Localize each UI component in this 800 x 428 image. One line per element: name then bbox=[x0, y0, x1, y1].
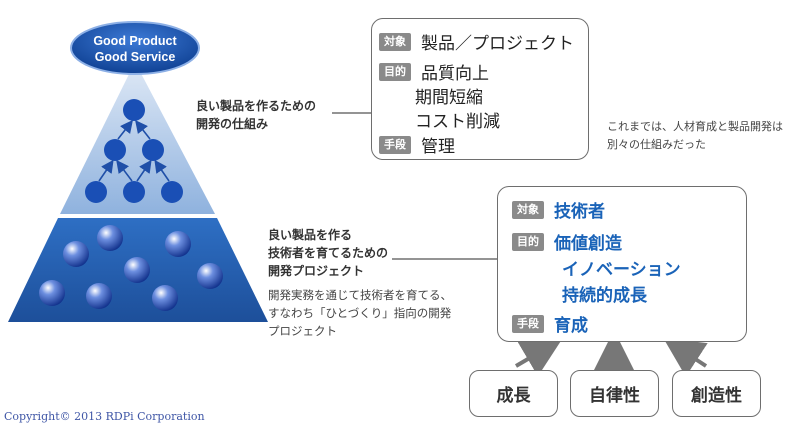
engineer-means-row: 手段 育成 bbox=[512, 311, 588, 336]
means-value: 育成 bbox=[554, 316, 588, 336]
side-note-line: これまでは、人材育成と製品開発は bbox=[607, 120, 783, 133]
pill-growth: 成長 bbox=[469, 370, 558, 417]
pill-arrows bbox=[514, 330, 708, 377]
goal-tag: 目的 bbox=[512, 232, 544, 251]
means-value: 管理 bbox=[421, 137, 455, 157]
sphere bbox=[85, 181, 107, 203]
sphere bbox=[197, 263, 223, 289]
goal-value: 価値創造 bbox=[554, 234, 622, 254]
side-note-line: 別々の仕組みだった bbox=[607, 138, 706, 151]
product-goal-row: コスト削減 bbox=[415, 107, 500, 132]
badge-line2: Good Service bbox=[94, 50, 176, 64]
product-box: 対象 製品／プロジェクト 目的 品質向上 期間短縮 コスト削減 手段 管理 bbox=[371, 18, 589, 160]
goal-value: 期間短縮 bbox=[415, 88, 483, 108]
bottom-label-line: 開発プロジェクト bbox=[268, 264, 365, 278]
product-goal-row: 期間短縮 bbox=[415, 83, 483, 108]
sphere bbox=[165, 231, 191, 257]
sphere bbox=[142, 139, 164, 161]
engineer-target-row: 対象 技術者 bbox=[512, 197, 605, 222]
goal-value: 品質向上 bbox=[421, 64, 489, 84]
copyright: Copyright© 2013 RDPi Corporation bbox=[4, 410, 205, 423]
sphere bbox=[124, 257, 150, 283]
side-note: これまでは、人材育成と製品開発は 別々の仕組みだった bbox=[607, 118, 783, 154]
badge: Good Product Good Service bbox=[72, 33, 198, 65]
goal-value: イノベーション bbox=[562, 260, 681, 280]
sphere bbox=[39, 280, 65, 306]
goal-value: コスト削減 bbox=[415, 112, 500, 132]
sphere bbox=[86, 283, 112, 309]
badge-line1: Good Product bbox=[93, 34, 177, 48]
engineer-box: 対象 技術者 目的 価値創造 イノベーション 持続的成長 手段 育成 bbox=[497, 186, 747, 342]
bottom-label: 良い製品を作る 技術者を育てるための 開発プロジェクト bbox=[268, 226, 388, 280]
top-label: 良い製品を作るための 開発の仕組み bbox=[196, 97, 316, 133]
target-value: 技術者 bbox=[554, 202, 605, 222]
badge-oval bbox=[70, 21, 200, 75]
top-label-line: 開発の仕組み bbox=[196, 117, 269, 131]
means-tag: 手段 bbox=[379, 135, 411, 154]
target-tag: 対象 bbox=[512, 200, 544, 219]
pill-autonomy: 自律性 bbox=[570, 370, 659, 417]
engineer-goal-row: 目的 価値創造 bbox=[512, 229, 622, 254]
engineer-goal-row: 持続的成長 bbox=[562, 281, 647, 306]
product-means-row: 手段 管理 bbox=[379, 132, 455, 157]
pill-creativity: 創造性 bbox=[672, 370, 761, 417]
bottom-label-line: 良い製品を作る bbox=[268, 228, 353, 242]
goal-value: 持続的成長 bbox=[562, 286, 647, 306]
product-goal-row: 目的 品質向上 bbox=[379, 59, 489, 84]
bottom-label-line: 技術者を育てるための bbox=[268, 246, 389, 260]
means-tag: 手段 bbox=[512, 314, 544, 333]
target-value: 製品／プロジェクト bbox=[421, 34, 574, 54]
pyramid-top bbox=[60, 62, 215, 214]
top-label-line: 良い製品を作るための bbox=[196, 99, 317, 113]
bottom-note-line: すなわち「ひとづくり」指向の開発 bbox=[268, 306, 452, 320]
product-target-row: 対象 製品／プロジェクト bbox=[379, 29, 574, 54]
target-tag: 対象 bbox=[379, 32, 411, 51]
growth-arrows bbox=[98, 119, 170, 182]
sphere bbox=[63, 241, 89, 267]
bottom-spheres bbox=[39, 225, 223, 311]
sphere bbox=[152, 285, 178, 311]
bottom-note: 開発実務を通じて技術者を育てる、 すなわち「ひとづくり」指向の開発 プロジェクト bbox=[268, 286, 452, 340]
bottom-note-line: プロジェクト bbox=[268, 324, 337, 338]
sphere bbox=[104, 139, 126, 161]
sphere bbox=[97, 225, 123, 251]
goal-tag: 目的 bbox=[379, 62, 411, 81]
top-spheres bbox=[85, 99, 183, 203]
sphere bbox=[161, 181, 183, 203]
sphere bbox=[123, 99, 145, 121]
bottom-note-line: 開発実務を通じて技術者を育てる、 bbox=[268, 288, 452, 302]
sphere bbox=[123, 181, 145, 203]
engineer-goal-row: イノベーション bbox=[562, 255, 681, 280]
